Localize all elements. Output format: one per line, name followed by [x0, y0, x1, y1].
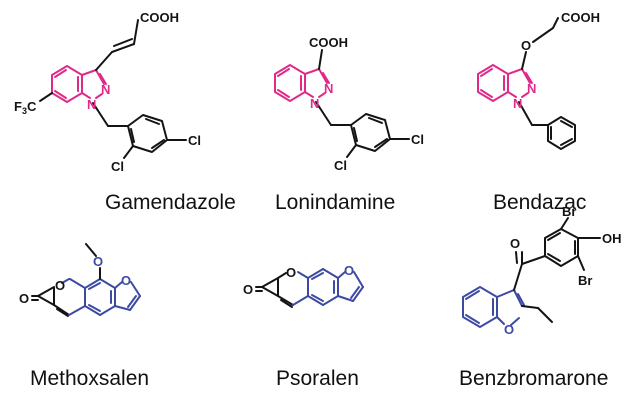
lonindamine-n1-label: N: [310, 96, 319, 111]
benzbromarone-structure: O O Br OH Br Benzbromarone: [459, 204, 622, 390]
gamendazole-n2-label: N: [101, 82, 110, 97]
gamendazole-name: Gamendazole: [105, 191, 236, 214]
psoralen-furan-o-label: O: [344, 263, 354, 278]
benzbromarone-br-bottom-label: Br: [578, 273, 592, 288]
gamendazole-cf3-label: F3C: [14, 99, 37, 116]
lonindamine-cooh-label: COOH: [309, 35, 348, 50]
benzbromarone-name: Benzbromarone: [459, 367, 608, 390]
methoxsalen-furan-o-label: O: [121, 273, 131, 288]
benzbromarone-br-top-label: Br: [562, 204, 576, 219]
bendazac-n2-label: N: [527, 81, 536, 96]
bendazac-ether-o-label: O: [521, 38, 531, 53]
methoxsalen-structure: O O O O Methoxsalen: [19, 243, 149, 390]
bendazac-name: Bendazac: [493, 191, 586, 214]
bendazac-structure: O COOH N N Bendazac: [477, 10, 600, 214]
psoralen-carbonyl-o-label: O: [243, 282, 253, 297]
methoxsalen-methoxy-o-label: O: [93, 254, 103, 269]
gamendazole-structure: COOH N N F3C Cl Cl Gamendazole: [14, 10, 236, 214]
bendazac-cooh-label: COOH: [561, 10, 600, 25]
lonindamine-name: Lonindamine: [275, 191, 395, 214]
methoxsalen-lactone-o-label: O: [55, 278, 65, 293]
gamendazole-cl-ortho-label: Cl: [111, 159, 124, 174]
methoxsalen-carbonyl-o-label: O: [19, 291, 29, 306]
psoralen-structure: O O O Psoralen: [243, 263, 364, 390]
benzbromarone-furan-o-label: O: [504, 322, 514, 337]
gamendazole-n1-label: N: [87, 97, 96, 112]
gamendazole-cooh-label: COOH: [140, 10, 179, 25]
lonindamine-n2-label: N: [324, 81, 333, 96]
gamendazole-cl-para-label: Cl: [188, 133, 201, 148]
lonindamine-cl-para-label: Cl: [411, 132, 424, 147]
lonindamine-structure: COOH N N Cl Cl Lonindamine: [274, 35, 424, 214]
lonindamine-cl-ortho-label: Cl: [334, 158, 347, 173]
methoxsalen-name: Methoxsalen: [30, 367, 149, 390]
bendazac-n1-label: N: [513, 96, 522, 111]
benzbromarone-oh-label: OH: [602, 231, 622, 246]
benzbromarone-ketone-o-label: O: [510, 236, 520, 251]
psoralen-name: Psoralen: [276, 367, 359, 390]
psoralen-lactone-o-label: O: [286, 265, 296, 280]
